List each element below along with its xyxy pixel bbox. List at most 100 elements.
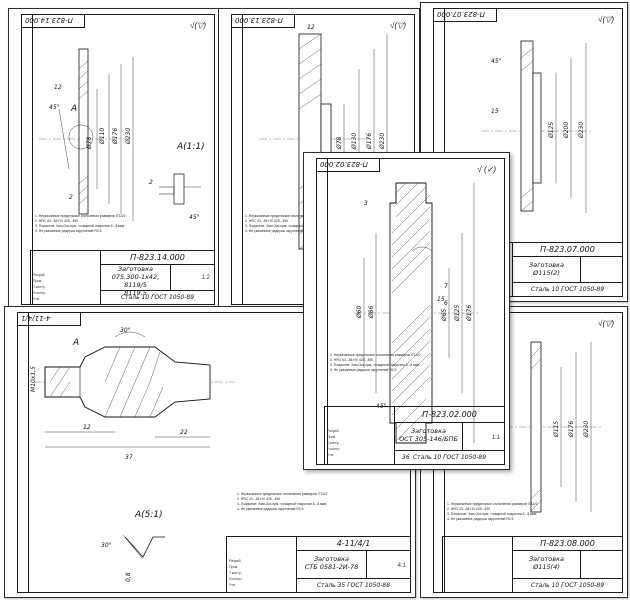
- tb-prov: Пров.: [229, 565, 239, 569]
- dim-d78: Ø78: [336, 136, 343, 150]
- section-letter-a: А: [72, 338, 79, 348]
- drawing-sheet-5[interactable]: 4-11/4/1 √(✓) 30° 12 22 37 М10х1,5 А А(5…: [4, 306, 416, 598]
- note-3: 3. Покрытие: Хим.Окс.прм. толщиной покры…: [245, 224, 335, 228]
- sheet-code-box: 4-11/4/1: [18, 313, 81, 326]
- dim-d230: Ø230: [125, 128, 132, 145]
- tb-utv: Утв.: [229, 583, 236, 587]
- roughness-mark: √(▽): [390, 21, 406, 30]
- dim-22: 22: [180, 429, 188, 436]
- dim-d78: Ø78: [86, 136, 93, 150]
- title-block-name-2: Ø115(4): [533, 563, 560, 571]
- dim-45deg: 45°: [491, 58, 502, 65]
- title-block-name-3: 8119,5: [124, 289, 147, 297]
- sheet-code-box: П-823.14.000: [22, 15, 85, 28]
- title-block-material: Сталь 35 ГОСТ 1050-88: [316, 582, 391, 589]
- title-block-scale: 1:1: [491, 435, 500, 441]
- tb-tkontr: Т.контр.: [229, 571, 242, 575]
- tb-prov: Пров.: [33, 279, 43, 283]
- title-block-code: 4-11/4/1: [336, 539, 371, 548]
- title-block-name-2: СТБ 0581-2И-78: [304, 563, 359, 571]
- note-1: 1. Неуказанные предельные отклонения раз…: [447, 502, 538, 506]
- tb-tkontr: Т.контр.: [327, 441, 340, 445]
- tb-prov: Пров.: [327, 435, 337, 439]
- note-3: 3. Покрытие: Хим.Окс.прм. толщиной покры…: [447, 512, 537, 516]
- dim-d230: Ø230: [578, 122, 585, 139]
- title-block-material: Сталь 10 ГОСТ 1050-89: [120, 294, 195, 301]
- roughness-mark: √ (✓): [477, 165, 496, 174]
- technical-notes: 1. Неуказанные предельные отклонения раз…: [330, 353, 421, 373]
- dim-12: 12: [54, 84, 62, 91]
- part-drawing-5: 30° 12 22 37 М10х1,5 А А(5:1) 30° 0,8: [30, 327, 235, 582]
- dim-12: 12: [83, 424, 91, 431]
- title-block-material: Сталь 10 ГОСТ 1050-89: [530, 286, 605, 293]
- tb-razrab: Разраб.: [327, 429, 340, 433]
- title-block-material: Сталь 10 ГОСТ 1050-89: [530, 582, 605, 589]
- dim-3: 3: [364, 200, 368, 207]
- sheet-sidebar: [22, 15, 33, 304]
- sheet-sidebar: [317, 159, 328, 464]
- tb-razrab: Разраб.: [33, 273, 46, 277]
- technical-notes: 1. Неуказанные предельные отклонения раз…: [237, 492, 328, 512]
- tb-nkontr: Н.контр.: [33, 291, 47, 295]
- tb-razrab: Разраб.: [229, 559, 242, 563]
- title-block-name: Заготовка: [528, 261, 565, 269]
- detail-dim-30: 30°: [101, 542, 112, 549]
- note-4: 4. Не указанные радиусы скруглений R0,5: [237, 507, 304, 511]
- roughness-mark: √(▽): [598, 319, 614, 328]
- dim-d86: Ø86: [368, 305, 375, 319]
- dim-d200: Ø200: [563, 122, 570, 139]
- detail-view-label: А(5:1): [134, 510, 163, 520]
- dim-37: 37: [125, 454, 133, 461]
- title-block-name: Заготовка: [410, 427, 447, 435]
- note-1: 1. Неуказанные предельные отклонения раз…: [35, 214, 126, 218]
- note-4: 4. Не указанные радиусы скруглений R0,5: [447, 517, 514, 521]
- sheet-sidebar: [18, 313, 29, 592]
- detail-dim-08: 0,8: [125, 572, 132, 582]
- dim-15: 15: [437, 296, 445, 303]
- note-2: 2. HRC 43...48 HV 425...490: [237, 497, 281, 501]
- detail-dim-2: 2: [149, 179, 153, 186]
- roughness-mark: √(▽): [598, 15, 614, 24]
- dim-d230: Ø230: [379, 133, 386, 150]
- technical-notes: 1. Неуказанные предельные отклонения раз…: [447, 502, 538, 522]
- tb-utv: Утв.: [33, 297, 40, 301]
- title-block-code: П-823.14.000: [130, 253, 185, 262]
- dim-d176: Ø176: [366, 133, 373, 150]
- dim-6: 6: [444, 300, 448, 307]
- dim-d130: Ø130: [351, 133, 358, 150]
- dim-12: 12: [307, 24, 315, 31]
- note-3: 3. Покрытие: Хим.Окс.прм. толщиной покры…: [237, 502, 327, 506]
- note-1: 1. Неуказанные предельные отклонения раз…: [330, 353, 421, 357]
- title-block-code: П-823.02.000: [422, 410, 477, 419]
- title-block-code: П-823.08.000: [540, 539, 595, 548]
- title-block: П-823.02.000 Заготовка ОСТ 305-146/БПБ 1…: [324, 406, 505, 465]
- title-block-name-2: ОСТ 305-146/БПБ: [399, 435, 458, 443]
- dim-d230: Ø230: [583, 421, 590, 438]
- tb-tkontr: Т.контр.: [33, 285, 46, 289]
- note-4: 4. Не указанные радиусы скруглений R0,5: [245, 229, 312, 233]
- technical-notes: 1. Неуказанные предельные отклонения раз…: [245, 214, 336, 234]
- dim-d65: Ø65: [441, 308, 448, 322]
- section-letter-a: А: [70, 104, 77, 114]
- dim-d125: Ø125: [454, 305, 461, 322]
- note-4: 4. Не указанные радиусы скруглений R0,5: [35, 229, 102, 233]
- title-block-name: Заготовка: [117, 265, 154, 273]
- note-3: 3. Покрытие: Хим.Окс.прм. толщиной покры…: [35, 224, 125, 228]
- roughness-mark: √(▽): [190, 21, 206, 30]
- tb-nkontr: Н.контр.: [229, 577, 243, 581]
- dim-15: 15: [491, 108, 499, 115]
- title-block-name: Заготовка: [528, 555, 565, 563]
- title-block: П-823.08.000 Заготовка Ø115(4) Сталь 10 …: [442, 536, 623, 593]
- dim-d176: Ø176: [568, 421, 575, 438]
- part-drawing-1: Ø78 Ø110 Ø176 Ø230 45° 12 2 А А(1:1) 2 4…: [39, 48, 205, 221]
- dim-d125: Ø125: [548, 122, 555, 139]
- note-1: 1. Неуказанные предельные отклонения раз…: [245, 214, 336, 218]
- note-2: 2. HRC 43...48 HV 425...490: [447, 507, 491, 511]
- dim-36: 36: [402, 454, 410, 461]
- note-2: 2. HRC 43...48 HV 425...490: [35, 219, 79, 223]
- sheet-sidebar: [232, 15, 243, 304]
- drawing-sheet-4[interactable]: П-823.02.000 √ (✓) Ø60 Ø86 Ø65 Ø125 Ø: [303, 152, 510, 470]
- note-2: 2. HRC 43...48 HV 425...490: [245, 219, 289, 223]
- drawing-sheet-1[interactable]: П-823.14.000 √(▽) Ø78 Ø110 Ø176 Ø230 45°…: [8, 8, 220, 310]
- dim-45deg: 45°: [49, 104, 60, 111]
